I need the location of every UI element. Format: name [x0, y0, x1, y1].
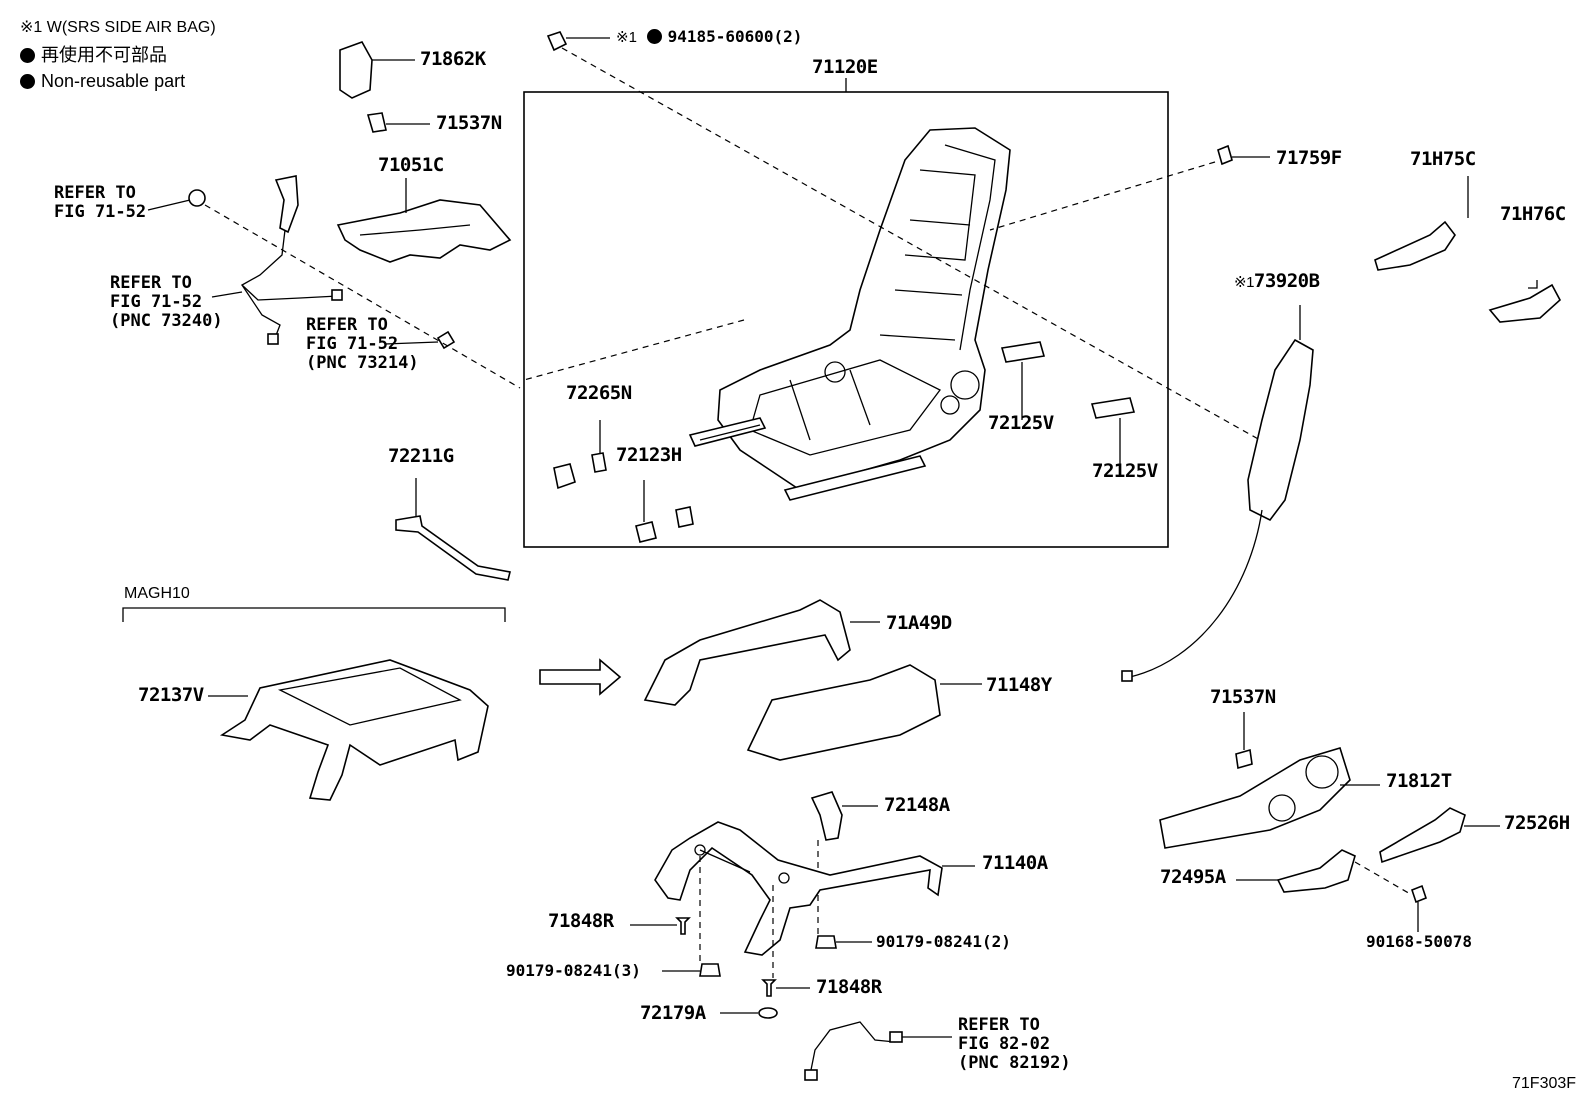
part-72125V-a [1000, 341, 1046, 363]
part-72123H-b [675, 506, 694, 528]
label-90179-08241-3: 90179-08241(3) [506, 961, 641, 980]
label-73920B-text: 73920B [1253, 270, 1320, 292]
part-71H76C [1488, 283, 1562, 323]
label-90168-50078: 90168-50078 [1366, 932, 1472, 951]
part-72495A [1276, 849, 1356, 893]
label-73920B-mark: ※1 [1234, 274, 1254, 291]
part-72179A [758, 1007, 778, 1019]
legend-en: Non-reusable part [20, 72, 185, 90]
label-71812T: 71812T [1386, 770, 1452, 792]
part-wire-harness [809, 1021, 903, 1076]
part-71537N-top [366, 112, 387, 133]
label-71537N-bottom: 71537N [1210, 686, 1276, 708]
label-71H76C: 71H76C [1500, 203, 1566, 225]
part-72125V-b [1090, 397, 1136, 419]
part-72123H-a [635, 521, 657, 543]
legend-note: ※1 W(SRS SIDE AIR BAG) [20, 19, 216, 36]
part-72148A [810, 791, 843, 841]
label-72148A: 72148A [884, 794, 950, 816]
label-72137V: 72137V [138, 684, 204, 706]
label-72526H: 72526H [1504, 812, 1570, 834]
part-90179-nut-b [699, 963, 721, 977]
label-72211G: 72211G [388, 445, 454, 467]
refer-block-4: REFER TO FIG 82-02 (PNC 82192) [958, 1016, 1071, 1073]
part-72211G [395, 515, 511, 581]
label-72125V-b: 72125V [1092, 460, 1158, 482]
refer-4-line-1: REFER TO [958, 1015, 1040, 1035]
part-seatbelt-buckle [188, 175, 456, 350]
refer-block-2: REFER TO FIG 71-52 (PNC 73240) [110, 274, 223, 331]
refer-1-line-1: REFER TO [54, 183, 136, 203]
refer-3-line-1: REFER TO [306, 315, 388, 335]
refer-block-3: REFER TO FIG 71-52 (PNC 73214) [306, 316, 419, 373]
label-71848R-a: 71848R [548, 910, 614, 932]
part-71848R-b [761, 979, 777, 997]
refer-2-line-1: REFER TO [110, 273, 192, 293]
label-71148Y: 71148Y [986, 674, 1052, 696]
arrow-icon [539, 658, 622, 696]
label-71759F: 71759F [1276, 147, 1342, 169]
part-72265N-a [553, 463, 576, 490]
label-71120E: 71120E [812, 56, 878, 78]
part-90168-50078 [1411, 884, 1427, 904]
part-71862K [339, 41, 373, 99]
legend-jp-text: 再使用不可部品 [41, 45, 167, 65]
part-71812T [1159, 747, 1351, 849]
part-71148Y [746, 664, 941, 761]
legend-en-text: Non-reusable part [41, 71, 186, 91]
refer-2-line-3: (PNC 73240) [110, 311, 223, 331]
part-71140A [654, 821, 943, 956]
label-72125V-a: 72125V [988, 412, 1054, 434]
part-94185-60600 [546, 31, 568, 52]
refer-4-line-3: (PNC 82192) [958, 1053, 1071, 1073]
part-72526H [1379, 807, 1466, 864]
label-90179-08241-2: 90179-08241(2) [876, 932, 1011, 951]
label-72495A: 72495A [1160, 866, 1226, 888]
label-71A49D: 71A49D [886, 612, 952, 634]
figure-code: 71F303F [1512, 1075, 1577, 1092]
part-71051C [336, 199, 512, 263]
bullet-icon [20, 48, 35, 63]
part-71848R-a [675, 917, 691, 935]
label-71848R-b: 71848R [816, 976, 882, 998]
part-71H75C [1374, 220, 1456, 271]
part-72265N-b [591, 452, 607, 473]
bullet-icon [20, 74, 35, 89]
label-71051C: 71051C [378, 154, 444, 176]
refer-3-line-2: FIG 71-52 [306, 334, 399, 354]
label-71862K: 71862K [420, 48, 486, 70]
label-94185-60600: ※1 94185-60600(2) [616, 27, 803, 46]
refer-block-1: REFER TO FIG 71-52 [54, 184, 146, 222]
part-71537N-bottom [1235, 748, 1253, 770]
label-72179A: 72179A [640, 1002, 706, 1024]
magh10-bracket [122, 607, 506, 622]
label-71140A: 71140A [982, 852, 1048, 874]
part-73920B [1247, 338, 1314, 522]
seat-frame-71120E [688, 127, 1011, 501]
label-magh10: MAGH10 [124, 585, 190, 602]
part-90179-nut-a [815, 935, 837, 949]
label-71H75C: 71H75C [1410, 148, 1476, 170]
label-72265N: 72265N [566, 382, 632, 404]
refer-4-line-2: FIG 82-02 [958, 1034, 1051, 1054]
bullet-icon [646, 29, 662, 44]
legend-jp: 再使用不可部品 [20, 46, 167, 64]
refer-3-line-3: (PNC 73214) [306, 353, 419, 373]
part-72137V [219, 659, 489, 801]
refer-1-line-2: FIG 71-52 [54, 202, 147, 222]
label-73920B: ※173920B [1234, 272, 1320, 291]
label-94185-mark: ※1 [616, 29, 637, 46]
label-72123H: 72123H [616, 444, 682, 466]
part-71A49D [643, 599, 851, 706]
part-71759F [1217, 144, 1233, 166]
refer-2-line-2: FIG 71-52 [110, 292, 203, 312]
label-94185-text: 94185-60600(2) [667, 27, 803, 46]
label-71537N-top: 71537N [436, 112, 502, 134]
